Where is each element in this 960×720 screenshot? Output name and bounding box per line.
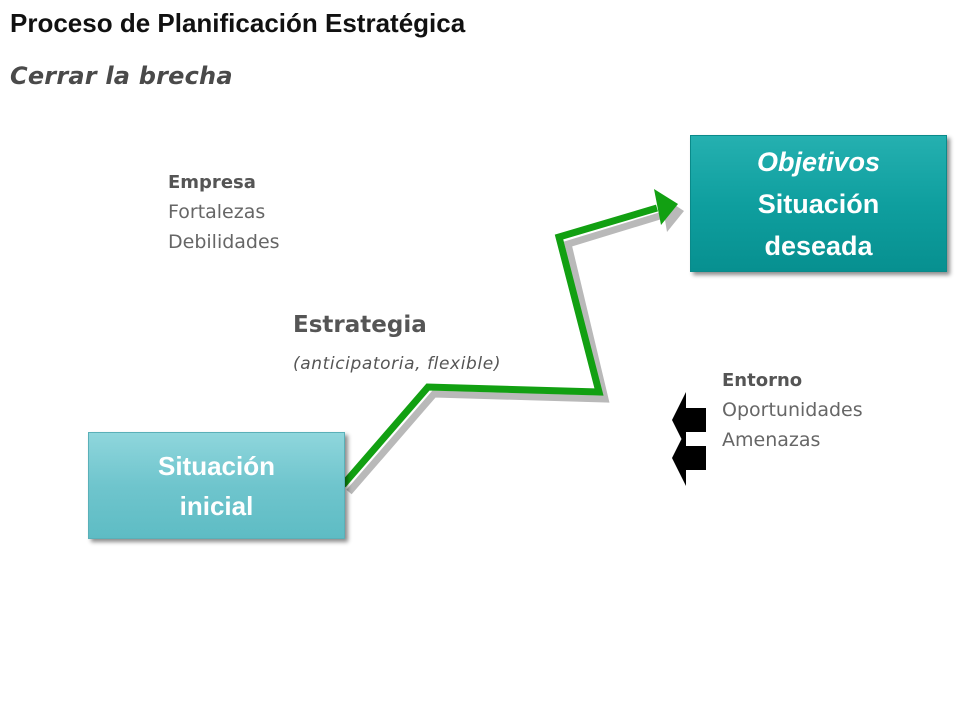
strategy-path-shadow — [346, 211, 665, 495]
empresa-item-debilidades: Debilidades — [168, 231, 280, 253]
empresa-heading: Empresa — [168, 172, 256, 193]
situacion-inicial-line-1: Situación — [157, 450, 275, 481]
objetivos-box: Objetivos Situación deseada — [690, 135, 947, 272]
entorno-left-arrow-icon — [672, 392, 706, 448]
entorno-item-amenazas: Amenazas — [722, 429, 821, 451]
entorno-block: Entorno Oportunidades Amenazas — [722, 370, 863, 451]
green-path-arrow — [654, 189, 678, 225]
entorno-item-oportunidades: Oportunidades — [722, 399, 863, 421]
page-title: Proceso de Planificación Estratégica — [10, 8, 466, 38]
objetivos-line-1: Situación — [757, 188, 880, 219]
situacion-inicial-box: Situación inicial — [88, 432, 345, 539]
empresa-block: Empresa Fortalezas Debilidades — [168, 172, 280, 253]
entorno-heading: Entorno — [722, 370, 803, 391]
situacion-inicial-line-2: inicial — [179, 490, 254, 521]
estrategia-title: Estrategia — [293, 312, 427, 338]
page-subtitle: Cerrar la brecha — [10, 62, 233, 90]
strategy-path-line — [340, 204, 658, 488]
objetivos-title: Objetivos — [756, 146, 881, 177]
empresa-item-fortalezas: Fortalezas — [168, 201, 266, 223]
estrategia-note: (anticipatoria, flexible) — [293, 354, 502, 374]
objetivos-line-2: deseada — [764, 230, 873, 261]
entorno-left-arrow-icon — [672, 430, 706, 486]
